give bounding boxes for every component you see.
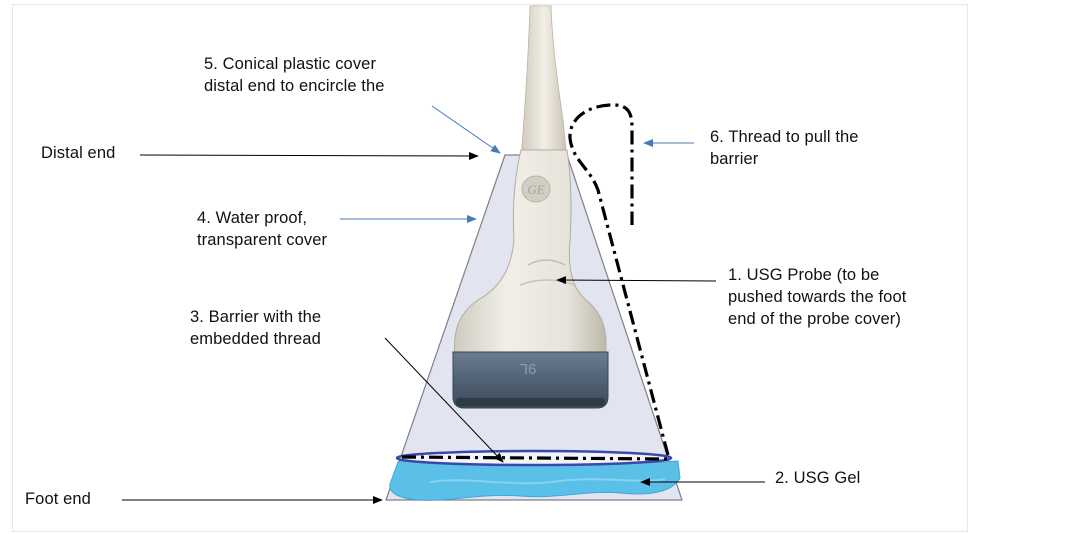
ge-logo-icon: GE	[521, 175, 551, 203]
barrier	[395, 449, 673, 467]
barrier-label: 3. Barrier with the embedded thread	[190, 308, 322, 348]
pull-thread	[568, 103, 670, 456]
distal-end-label: Distal end	[41, 144, 116, 162]
probe-label: 1. USG Probe (to be pushed towards the f…	[728, 266, 907, 328]
probe-head	[452, 351, 609, 409]
distal-end-arrow	[139, 151, 479, 160]
probe-cable	[520, 5, 568, 161]
gel-label: 2. USG Gel	[775, 469, 861, 487]
water-proof-label: 4. Water proof, transparent cover	[197, 209, 328, 249]
conical-cover-label: 5. Conical plastic cover distal end to e…	[204, 55, 385, 95]
conical-cover-arrow	[431, 105, 501, 154]
probe-model-text: 9L	[520, 360, 537, 377]
thread-label: 6. Thread to pull the barrier	[710, 128, 859, 168]
probe-lens	[456, 398, 605, 406]
barrier-arrow	[384, 337, 504, 463]
embedded-thread	[401, 455, 669, 461]
foot-end-label: Foot end	[25, 490, 91, 508]
probe-arrow	[556, 276, 717, 285]
svg-text:GE: GE	[527, 182, 544, 197]
